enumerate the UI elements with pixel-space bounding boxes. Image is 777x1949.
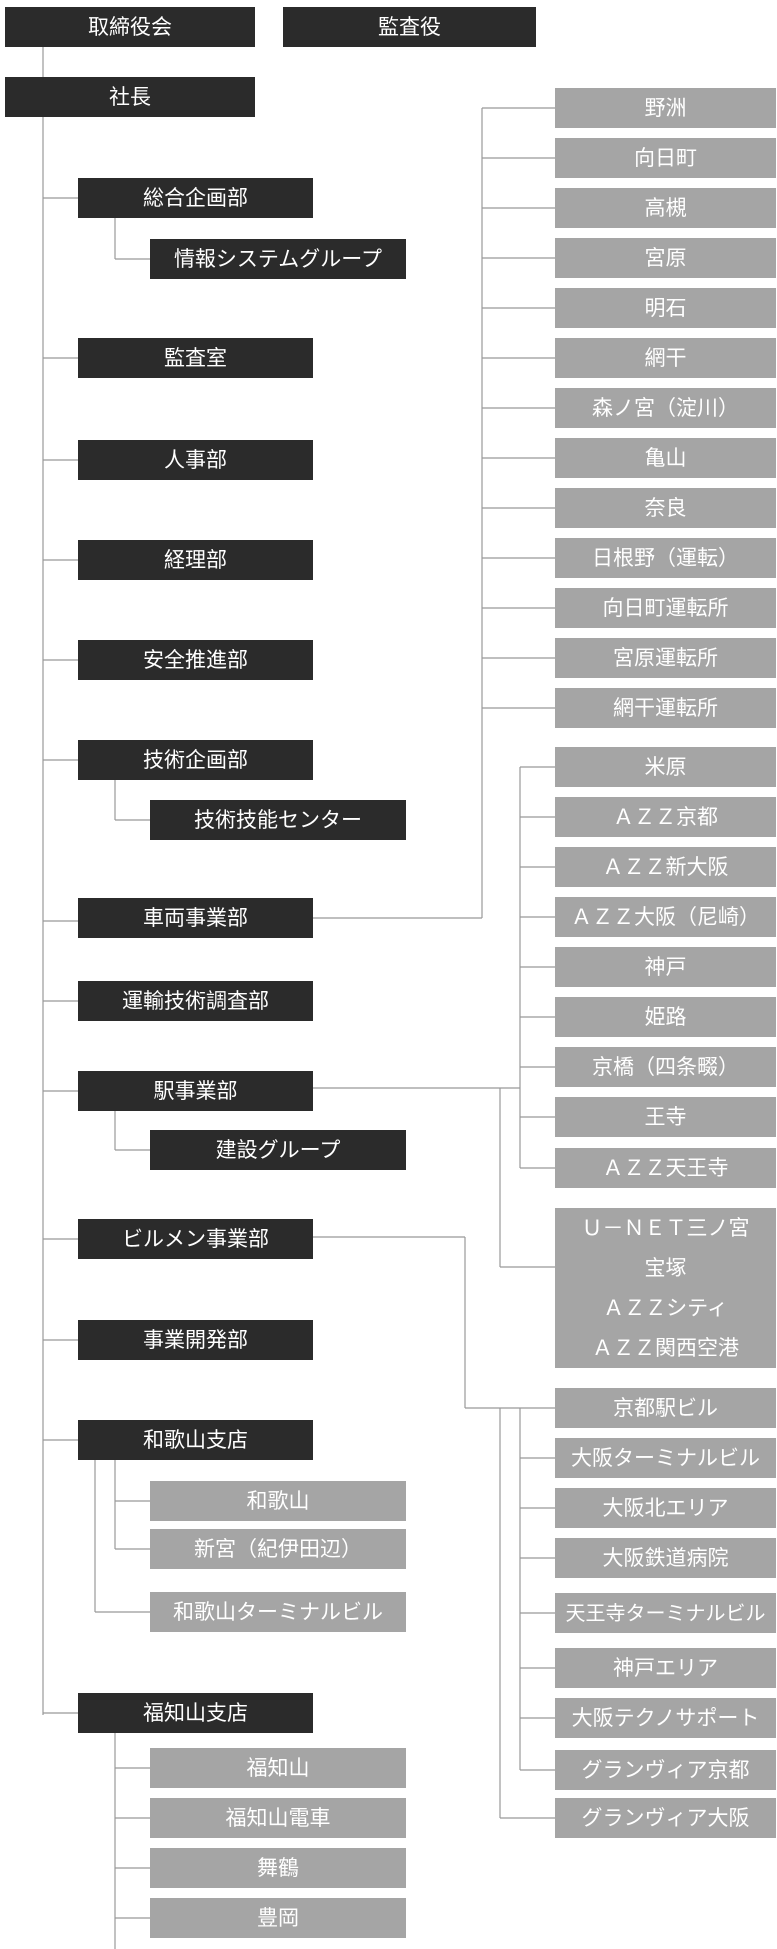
accounting-dept-box: 経理部	[78, 540, 313, 580]
board-of-directors-box: 取締役会	[5, 7, 255, 47]
vehicle-office-box: 向日町運転所	[555, 588, 776, 628]
vehicle-office-box: 宮原運転所	[555, 638, 776, 678]
tech-skills-center-box: 技術技能センター	[150, 800, 406, 840]
vehicle-office-box: 亀山	[555, 438, 776, 478]
station-group-item: ＡＺＺシティ	[603, 1296, 728, 1320]
building-dept-box: ビルメン事業部	[78, 1219, 313, 1259]
station-group-box: Ｕ－ＮＥＴ三ノ宮 宝塚 ＡＺＺシティ ＡＺＺ関西空港	[555, 1208, 776, 1368]
president-box: 社長	[5, 77, 255, 117]
fukuchiyama-office-box: 舞鶴	[150, 1848, 406, 1888]
audit-office-box: 監査室	[78, 338, 313, 378]
station-office-box: 米原	[555, 747, 776, 787]
vehicle-office-box: 宮原	[555, 238, 776, 278]
vehicle-office-box: 日根野（運転）	[555, 538, 776, 578]
building-office-box: 大阪北エリア	[555, 1488, 776, 1528]
hr-dept-box: 人事部	[78, 440, 313, 480]
wakayama-office-box: 和歌山ターミナルビル	[150, 1592, 406, 1632]
fukuchiyama-office-box: 福知山	[150, 1748, 406, 1788]
wakayama-office-box: 新宮（紀伊田辺）	[150, 1529, 406, 1569]
station-office-box: ＡＺＺ天王寺	[555, 1148, 776, 1188]
vehicle-office-box: 奈良	[555, 488, 776, 528]
station-office-box: ＡＺＺ大阪（尼崎）	[555, 897, 776, 937]
fukuchiyama-office-box: 豊岡	[150, 1898, 406, 1938]
transport-research-dept-box: 運輸技術調査部	[78, 981, 313, 1021]
vehicle-office-box: 網干	[555, 338, 776, 378]
vehicle-office-box: 森ノ宮（淀川）	[555, 388, 776, 428]
station-dept-box: 駅事業部	[78, 1071, 313, 1111]
info-systems-group-box: 情報システムグループ	[150, 239, 406, 279]
station-office-box: 姫路	[555, 997, 776, 1037]
vehicle-office-box: 向日町	[555, 138, 776, 178]
construction-group-box: 建設グループ	[150, 1130, 406, 1170]
station-group-item: 宝塚	[644, 1256, 687, 1280]
tech-planning-dept-box: 技術企画部	[78, 740, 313, 780]
vehicle-office-box: 高槻	[555, 188, 776, 228]
building-office-box: 京都駅ビル	[555, 1388, 776, 1428]
building-office-box: 神戸エリア	[555, 1648, 776, 1688]
wakayama-branch-box: 和歌山支店	[78, 1420, 313, 1460]
station-group-item: ＡＺＺ関西空港	[592, 1336, 739, 1360]
station-office-box: 京橋（四条畷）	[555, 1047, 776, 1087]
building-office-box: グランヴィア京都	[555, 1750, 776, 1790]
fukuchiyama-branch-box: 福知山支店	[78, 1693, 313, 1733]
planning-dept-box: 総合企画部	[78, 178, 313, 218]
station-office-box: ＡＺＺ新大阪	[555, 847, 776, 887]
station-office-box: 神戸	[555, 947, 776, 987]
building-office-box: グランヴィア大阪	[555, 1798, 776, 1838]
business-dev-dept-box: 事業開発部	[78, 1320, 313, 1360]
building-office-box: 大阪鉄道病院	[555, 1538, 776, 1578]
vehicle-dept-box: 車両事業部	[78, 898, 313, 938]
building-office-box: 大阪ターミナルビル	[555, 1438, 776, 1478]
station-office-box: ＡＺＺ京都	[555, 797, 776, 837]
vehicle-office-box: 野洲	[555, 88, 776, 128]
station-group-item: Ｕ－ＮＥＴ三ノ宮	[581, 1216, 750, 1240]
fukuchiyama-office-box: 福知山電車	[150, 1798, 406, 1838]
wakayama-office-box: 和歌山	[150, 1481, 406, 1521]
building-office-box: 天王寺ターミナルビル	[555, 1593, 776, 1633]
building-office-box: 大阪テクノサポート	[555, 1698, 776, 1738]
safety-dept-box: 安全推進部	[78, 640, 313, 680]
station-office-box: 王寺	[555, 1097, 776, 1137]
vehicle-office-box: 明石	[555, 288, 776, 328]
auditors-box: 監査役	[283, 7, 536, 47]
vehicle-office-box: 網干運転所	[555, 688, 776, 728]
